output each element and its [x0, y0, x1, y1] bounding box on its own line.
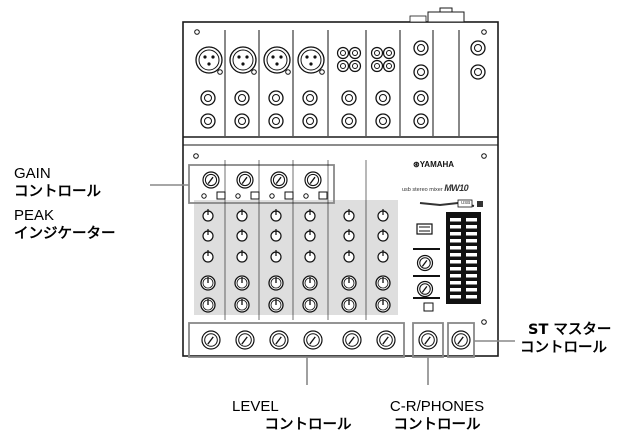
screw-icon [194, 29, 200, 35]
model-name: MW10 [444, 183, 469, 193]
xlr-input-icon [229, 46, 257, 74]
peak-indicator [269, 193, 275, 199]
gain-callout: GAIN コントロール [14, 165, 101, 201]
channel-controls-shade [194, 200, 398, 315]
peak-indicator [201, 193, 207, 199]
meter-segment [450, 253, 461, 257]
level-callout-box [188, 322, 405, 358]
meter-segment [450, 239, 461, 243]
crphones-callout-subtitle: コントロール [393, 417, 481, 433]
meter-segment [450, 288, 461, 292]
meter-segment [450, 218, 461, 222]
level-callout-subtitle: コントロール [264, 417, 352, 433]
crphones-callout: C-R/PHONES コントロール [372, 398, 502, 434]
meter-segment [466, 281, 477, 285]
stmaster-callout-subtitle: コントロール [520, 340, 607, 356]
meter-segment [450, 260, 461, 264]
gain-callout-box [188, 164, 335, 204]
lamp-button[interactable] [423, 302, 434, 312]
meter-segment [450, 232, 461, 236]
xlr-input-icon [297, 46, 325, 74]
gain-callout-subtitle: コントロール [14, 184, 101, 200]
peak-indicator [235, 193, 241, 199]
screw-icon [481, 153, 487, 159]
meter-segment [450, 225, 461, 229]
meter-segment [466, 288, 477, 292]
stmaster-callout-title: ST マスター [528, 322, 612, 338]
select-switch[interactable] [416, 223, 433, 235]
screw-icon [481, 29, 487, 35]
xlr-input-icon [195, 46, 223, 74]
meter-segment [466, 295, 477, 299]
gain-callout-title: GAIN [14, 165, 51, 182]
screw-icon [193, 153, 199, 159]
pad-button[interactable] [318, 191, 328, 200]
meter-segment [466, 274, 477, 278]
meter-segment [466, 260, 477, 264]
meter-segment [450, 267, 461, 271]
peak-indicator [303, 193, 309, 199]
stmaster-callout-box [447, 322, 475, 358]
stmaster-callout: ST マスター コントロール [520, 321, 611, 357]
meter-segment [466, 232, 477, 236]
usb-label: USB [461, 200, 471, 205]
meter-segment [466, 267, 477, 271]
meter-segment [466, 218, 477, 222]
peak-callout-title: PEAK [14, 207, 55, 224]
screw-icon [481, 319, 487, 325]
model-prefix: usb stereo mixer [402, 187, 443, 193]
pad-button[interactable] [216, 191, 226, 200]
meter-segment [466, 253, 477, 257]
meter-segment [466, 225, 477, 229]
model-label: usb stereo mixer MW10 [402, 183, 469, 193]
level-callout: LEVEL コントロール [228, 398, 388, 434]
meter-segment [450, 281, 461, 285]
meter-segment [450, 295, 461, 299]
crphones-callout-title: C-R/PHONES [389, 398, 485, 415]
meter-segment [466, 246, 477, 250]
meter-segment [466, 239, 477, 243]
yamaha-logo: ⊛YAMAHA [413, 160, 455, 169]
pad-button[interactable] [284, 191, 294, 200]
peak-callout-subtitle: インジケーター [14, 226, 116, 242]
pad-button[interactable] [250, 191, 260, 200]
xlr-input-icon [263, 46, 291, 74]
meter-segment [450, 246, 461, 250]
crphones-callout-box [412, 322, 444, 358]
level-callout-title: LEVEL [232, 398, 279, 415]
meter-segment [450, 274, 461, 278]
peak-callout: PEAK インジケーター [14, 207, 116, 243]
